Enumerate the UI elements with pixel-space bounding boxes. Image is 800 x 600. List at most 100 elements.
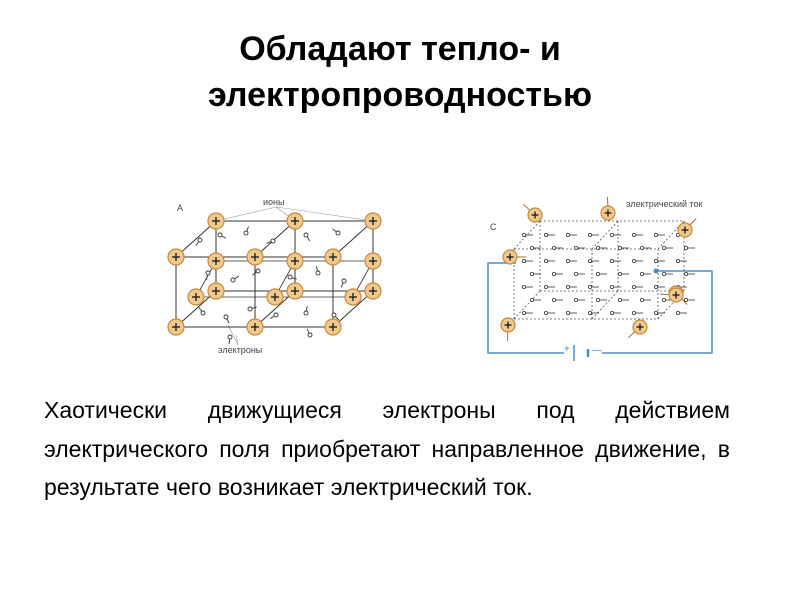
electron-dot <box>522 259 527 264</box>
lattice-edges <box>175 220 374 328</box>
electron-dot <box>544 259 549 264</box>
electron-dot <box>522 233 527 238</box>
electron-dot <box>223 314 229 320</box>
ion <box>502 249 518 265</box>
electron-dot <box>217 232 223 238</box>
ion <box>324 318 342 336</box>
electron <box>544 311 555 316</box>
slide-title: Обладают тепло- и электропроводностью <box>0 26 800 118</box>
electron <box>243 226 249 236</box>
electron <box>675 259 687 264</box>
lattice-chaotic-svg: A ионы электроны <box>167 197 382 355</box>
ions-leader <box>215 206 277 222</box>
electron-dot <box>243 230 249 236</box>
electron <box>653 311 665 316</box>
electron-dot <box>596 298 601 303</box>
ion <box>364 252 382 270</box>
electron-dot <box>197 237 203 243</box>
ions-leader <box>275 206 374 222</box>
electron <box>617 246 629 251</box>
electron <box>303 306 309 316</box>
ion <box>668 287 684 303</box>
ion <box>167 318 185 336</box>
electron-dot <box>247 306 253 312</box>
electron <box>574 298 585 303</box>
electron <box>596 246 607 251</box>
electrons-label: электроны <box>218 345 262 355</box>
battery-plus-sign: + <box>564 344 570 355</box>
electron-dot <box>574 298 579 303</box>
electron <box>269 312 279 319</box>
electron-dot <box>639 272 644 277</box>
ion <box>364 212 382 230</box>
ion <box>246 248 264 266</box>
electron-dot <box>631 233 636 238</box>
electron-dot <box>683 246 688 251</box>
electron-dot <box>617 298 622 303</box>
figure-lattice-chaotic: A ионы электроны <box>158 185 396 370</box>
electron-dot <box>341 278 347 284</box>
body-paragraph: Хаотически движущиеся электроны под дейс… <box>44 397 730 500</box>
electron-dot <box>331 312 337 318</box>
electron-dot <box>552 298 557 303</box>
figure-a-letter: A <box>177 203 183 213</box>
lattice-edge <box>591 290 619 320</box>
ion <box>324 248 342 266</box>
electron-dot <box>617 272 622 277</box>
electron <box>683 272 695 277</box>
electron-dot <box>653 233 658 238</box>
electron <box>639 298 651 303</box>
electron <box>617 298 629 303</box>
electron-dot <box>683 272 688 277</box>
electron <box>574 272 585 277</box>
electron <box>530 298 541 303</box>
electron <box>544 233 555 238</box>
electron-dot <box>522 311 527 316</box>
electron <box>544 259 555 264</box>
electron-dot <box>230 277 236 283</box>
electron <box>653 259 665 264</box>
electron-dot <box>552 246 557 251</box>
electron-dot <box>270 238 276 244</box>
electron <box>315 266 321 276</box>
electron-dot <box>609 311 614 316</box>
electron <box>566 311 577 316</box>
electron <box>266 238 276 244</box>
electron-dot <box>315 270 321 276</box>
electron <box>609 233 621 238</box>
electron <box>227 334 233 344</box>
lattice-edge <box>254 220 296 258</box>
ion <box>167 248 185 266</box>
electron <box>609 311 621 316</box>
ion <box>187 288 205 306</box>
electron-dot <box>566 311 571 316</box>
electron-dot <box>307 332 313 338</box>
electron-dot <box>552 272 557 277</box>
electron-dot <box>227 334 233 340</box>
electron-dot <box>596 272 601 277</box>
lattice-edge <box>175 220 217 258</box>
lattice-edge <box>513 290 541 320</box>
electron <box>340 278 347 288</box>
electron <box>631 285 643 290</box>
electron <box>661 272 673 277</box>
electron <box>195 237 203 246</box>
electron <box>661 246 673 251</box>
lattice-edge <box>332 290 374 328</box>
electron-dot <box>588 233 593 238</box>
electron <box>552 298 563 303</box>
electron-dot <box>566 233 571 238</box>
ions-group <box>500 196 697 342</box>
electron-dot <box>653 311 658 316</box>
lattice-current-svg: C электрический ток + — <box>487 196 713 361</box>
electron-dot <box>631 259 636 264</box>
electron <box>683 246 695 251</box>
figure-c-letter: C <box>490 222 497 232</box>
ion <box>207 212 225 230</box>
electron <box>588 233 599 238</box>
electron <box>574 246 585 251</box>
electron-dot <box>609 233 614 238</box>
electron-dot <box>303 310 309 316</box>
electron-dot <box>522 285 527 290</box>
electrons-group <box>195 226 347 344</box>
